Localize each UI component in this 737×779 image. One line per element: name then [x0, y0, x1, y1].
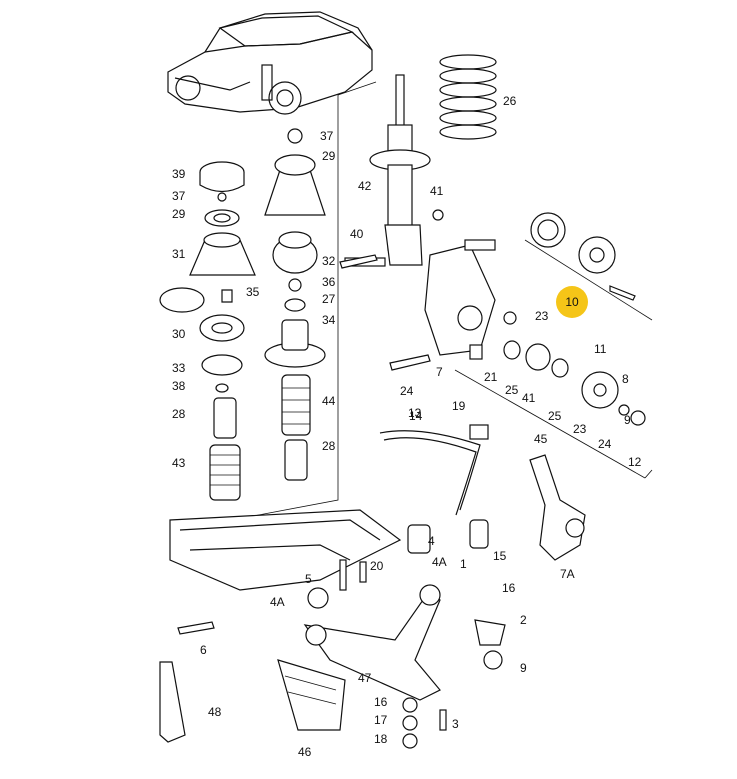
part-label-45: 45 [534, 432, 548, 446]
part-label-3: 3 [452, 717, 459, 731]
highlight-marker: 10 [556, 286, 588, 318]
part-label-16: 16 [374, 695, 388, 709]
part-label-31: 31 [172, 247, 186, 261]
ball-joint [474, 619, 506, 670]
part-label-4: 4 [428, 534, 435, 548]
part-label-32: 32 [322, 254, 336, 268]
part-label-40: 40 [350, 227, 364, 241]
part-label-38: 38 [172, 379, 186, 393]
bolts [177, 254, 447, 749]
part-label-34: 34 [322, 313, 336, 327]
part-label-29: 29 [172, 207, 186, 221]
part-label-20: 20 [370, 559, 384, 573]
part-label-25: 25 [505, 383, 519, 397]
part-label-25: 25 [548, 409, 562, 423]
part-label-41: 41 [522, 391, 536, 405]
part-label-7: 7 [436, 365, 443, 379]
part-label-21: 21 [484, 370, 498, 384]
part-label-28: 28 [172, 407, 186, 421]
part-label-42: 42 [358, 179, 372, 193]
part-label-29: 29 [322, 149, 336, 163]
part-label-37: 37 [172, 189, 186, 203]
part-label-28: 28 [322, 439, 336, 453]
part-label-9: 9 [624, 413, 631, 427]
part-label-37: 37 [320, 129, 334, 143]
coil-spring [439, 54, 497, 140]
part-label-44: 44 [322, 394, 336, 408]
highlight-label: 10 [565, 295, 579, 309]
steering-knuckle [389, 239, 569, 378]
part-label-6: 6 [200, 643, 207, 657]
part-label-24: 24 [400, 384, 414, 398]
part-label-18: 18 [374, 732, 388, 746]
part-label-41: 41 [430, 184, 444, 198]
part-label-48: 48 [208, 705, 222, 719]
part-label-46: 46 [298, 745, 312, 759]
part-label-16: 16 [502, 581, 516, 595]
wheel-hub-assembly [530, 212, 636, 301]
part-label-47: 47 [358, 671, 372, 685]
part-label-9: 9 [520, 661, 527, 675]
part-label-24: 24 [598, 437, 612, 451]
stabilizer-bar [379, 424, 489, 516]
part-label-1: 1 [460, 557, 467, 571]
control-arm [303, 584, 441, 701]
part-label-36: 36 [322, 275, 336, 289]
part-label-43: 43 [172, 456, 186, 470]
part-label-17: 17 [374, 713, 388, 727]
part-label-2: 2 [520, 613, 527, 627]
splash-shield [277, 659, 346, 731]
car-illustration [167, 11, 373, 115]
grease-tube [159, 661, 186, 743]
part-label-19: 19 [452, 399, 466, 413]
strut-mount-middle-stack [264, 128, 326, 481]
part-label-5: 5 [305, 572, 312, 586]
part-label-11: 11 [594, 342, 607, 356]
part-label-33: 33 [172, 361, 186, 375]
part-label-39: 39 [172, 167, 186, 181]
part-label-30: 30 [172, 327, 186, 341]
part-label-15: 15 [493, 549, 507, 563]
part-label-4a: 4A [432, 555, 447, 569]
steering-knuckle-7a [529, 454, 586, 561]
part-label-23: 23 [535, 309, 549, 323]
part-label-26: 26 [503, 94, 517, 108]
drive-flange [581, 371, 646, 426]
part-label-14: 14 [409, 409, 423, 423]
part-label-35: 35 [246, 285, 260, 299]
part-label-23: 23 [573, 422, 587, 436]
part-label-13: 13 [408, 406, 422, 420]
subframe [169, 509, 489, 591]
part-label-7a: 7A [560, 567, 575, 581]
part-label-4a: 4A [270, 595, 285, 609]
part-label-12: 12 [628, 455, 642, 469]
part-label-8: 8 [622, 372, 629, 386]
part-label-27: 27 [322, 292, 336, 306]
strut-mount-left-stack [159, 161, 256, 501]
